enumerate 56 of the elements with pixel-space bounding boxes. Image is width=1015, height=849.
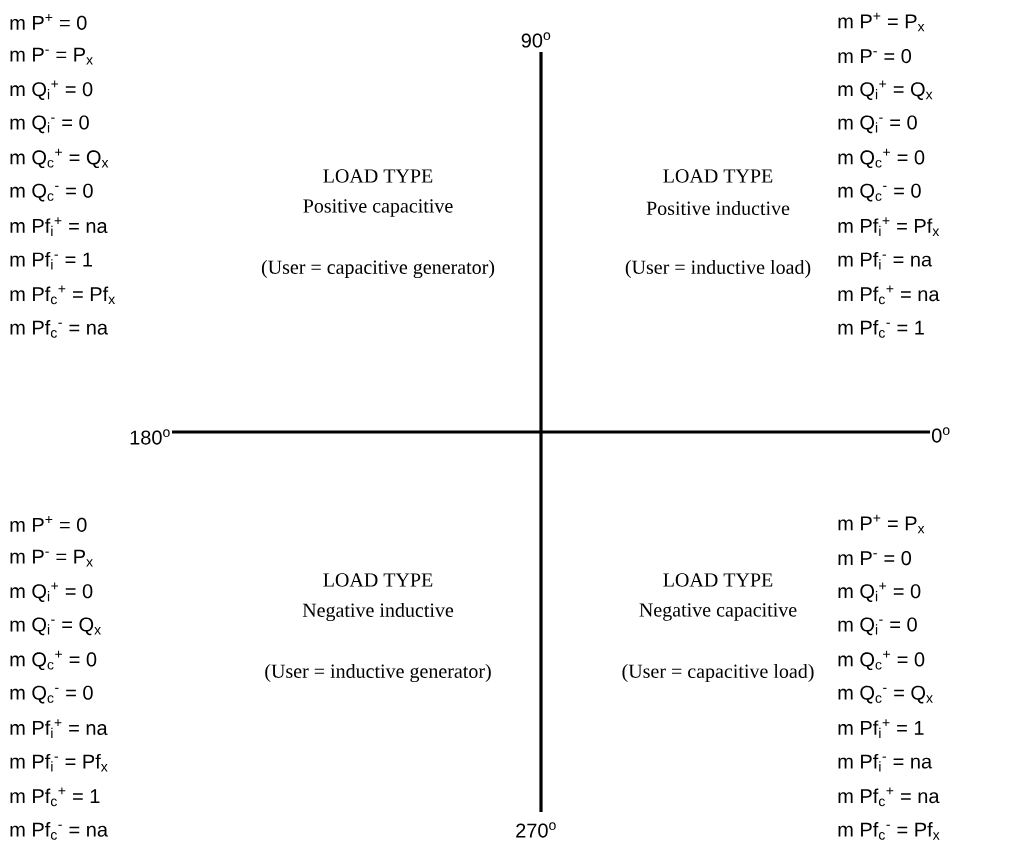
user-note: (User = capacitive load) [622,663,814,683]
load-type-text: Positive capacitive [303,199,453,217]
angle-label: 0$^{o}$ [932,427,950,443]
quantity-text: m Q$_{c}$$^{+}$ = Q$_{x}$ [10,148,109,169]
quantity-text: m Q$_{c}$$^{+}$ = 0 [10,650,97,671]
load-type-heading: LOAD TYPE [323,169,433,183]
user-note: (User = capacitive generator) [261,259,495,279]
angle-label: 180$^{o}$ [130,429,170,445]
quantity-text: m Pf$_{i}$$^{-}$ = 1 [10,251,92,270]
quantity-text: m P$^{+}$ = 0 [10,516,87,532]
quantity-text: m Pf$_{i}$$^{+}$ = na [10,719,108,738]
quantity-text: m Q$_{i}$$^{-}$ = 0 [838,617,917,636]
quantity-text: m Pf$_{i}$$^{+}$ = Pf$_{x}$ [838,217,940,236]
load-type-heading: LOAD TYPE [323,573,433,587]
quantity-text: m Q$_{c}$$^{-}$ = 0 [838,183,921,202]
quantity-text: m Q$_{c}$$^{-}$ = Q$_{x}$ [838,685,933,704]
quantity-text: m P$^{+}$ = 0 [10,14,87,30]
load-type-text: Positive inductive [646,200,790,216]
quantity-text: m Q$_{i}$$^{+}$ = 0 [10,80,93,100]
quantity-text: m Pf$_{c}$$^{-}$ = na [10,320,108,338]
quantity-text: m P$^{-}$ = 0 [838,49,912,64]
quantity-text: m Pf$_{i}$$^{-}$ = Pf$_{x}$ [10,753,108,772]
quantity-text: m Pf$_{c}$$^{+}$ = na [838,285,940,305]
quantity-text: m Pf$_{i}$$^{+}$ = 1 [838,719,924,738]
quantity-text: m Pf$_{c}$$^{+}$ = na [838,787,940,807]
quantity-text: m Q$_{c}$$^{+}$ = 0 [838,148,925,169]
quantity-text: m Q$_{c}$$^{-}$ = 0 [10,183,93,202]
load-type-heading: LOAD TYPE [663,169,773,183]
quantity-text: m Pf$_{i}$$^{-}$ = na [838,753,933,772]
quantity-text: m Q$_{c}$$^{-}$ = 0 [10,685,93,704]
quantity-text: m Pf$_{i}$$^{+}$ = na [10,217,108,236]
quantity-text: m Pf$_{c}$$^{+}$ = Pf$_{x}$ [10,285,116,305]
quantity-text: m Pf$_{c}$$^{-}$ = 1 [838,320,924,338]
quantity-text: m P$^{-}$ = 0 [838,551,912,566]
load-type-heading: LOAD TYPE [663,573,773,587]
quantity-text: m Q$_{c}$$^{+}$ = 0 [838,650,925,671]
quantity-text: m P$^{-}$ = P$_{x}$ [10,549,93,567]
quantity-text: m Q$_{i}$$^{+}$ = 0 [10,582,93,602]
quantity-text: m Pf$_{c}$$^{-}$ = na [10,822,108,840]
user-note: (User = inductive load) [625,259,811,279]
quantity-text: m P$^{+}$ = P$_{x}$ [838,12,925,32]
quantity-text: m Pf$_{i}$$^{-}$ = na [838,251,933,270]
quantity-text: m Pf$_{c}$$^{-}$ = Pf$_{x}$ [838,822,940,840]
quantity-text: m Q$_{i}$$^{-}$ = 0 [10,115,89,134]
angle-label: 270$^{o}$ [516,822,556,838]
quantity-text: m Q$_{i}$$^{+}$ = 0 [838,582,921,602]
quantity-text: m Pf$_{c}$$^{+}$ = 1 [10,787,100,807]
quantity-text: m Q$_{i}$$^{+}$ = Q$_{x}$ [838,80,933,100]
quantity-text: m Q$_{i}$$^{-}$ = 0 [838,115,917,134]
angle-label: 90$^{o}$ [521,32,551,48]
load-type-text: Negative inductive [302,602,454,622]
quantity-text: m P$^{+}$ = P$_{x}$ [838,514,925,534]
quantity-text: m P$^{-}$ = P$_{x}$ [10,47,93,65]
user-note: (User = inductive generator) [265,663,491,683]
quantity-text: m Q$_{i}$$^{-}$ = Q$_{x}$ [10,617,101,636]
load-type-text: Negative capacitive [639,603,797,621]
